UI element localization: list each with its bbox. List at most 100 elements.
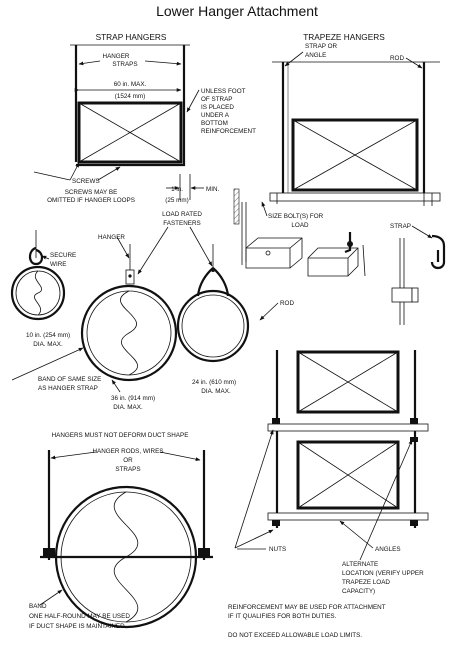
screws-omit-line-1: SCREWS MAY BE — [65, 189, 118, 196]
load-rated-leader-a — [137, 226, 169, 275]
size-bolts-label-1: SIZE BOLT(S) FOR — [268, 213, 324, 220]
medium-duct-inner — [181, 294, 245, 358]
half-round-line-1: ONE HALF-ROUND MAY BE USED — [29, 613, 130, 620]
band-bottom-label: BAND — [29, 603, 47, 610]
double-trapeze-drawing — [267, 350, 429, 528]
rectangular-duct — [77, 101, 183, 164]
large-dia-label-2: DIA. MAX. — [113, 404, 143, 411]
hanger-straps-label-2: STRAPS — [112, 61, 137, 68]
strap-detail — [391, 234, 446, 325]
secure-wire-leader — [41, 255, 50, 260]
small-duct-outer — [10, 265, 66, 321]
band-leader — [11, 347, 84, 381]
rods-wires-leader-left — [50, 451, 97, 460]
unless-foot-line-1: UNLESS FOOT — [201, 88, 246, 95]
screws-label: SCREWS — [72, 178, 100, 185]
large-duct-s-curve — [120, 290, 138, 376]
trapeze-hangers-heading: TRAPEZE HANGERS — [303, 32, 385, 42]
strap-foot — [76, 150, 186, 167]
small-dia-label-1: 10 in. (254 mm) — [26, 332, 70, 339]
large-duct-outer — [80, 284, 178, 382]
duct-cross-b — [78, 102, 182, 163]
rods-wires-label-2: OR — [123, 457, 133, 464]
strap-hangers-heading: STRAP HANGERS — [96, 32, 167, 42]
medium-duct-outer — [176, 289, 250, 363]
wall-hatch — [233, 188, 240, 225]
trapeze-rod-leader — [405, 57, 423, 69]
hanger-straps-leader-left — [78, 60, 101, 66]
unless-foot-line-3: IS PLACED — [201, 104, 234, 111]
detail-block-right-edge — [308, 247, 359, 276]
half-round-line-2: IF DUCT SHAPE IS MAINTAINED. — [29, 623, 127, 630]
alternate-label-1: ALTERNATE — [342, 561, 378, 568]
mid-dia-label-2: DIA. MAX. — [201, 388, 231, 395]
angles-leader — [339, 520, 374, 549]
alternate-label-4: CAPACITY) — [342, 588, 375, 595]
upper-nut-left — [272, 418, 280, 424]
alt-nut-right — [410, 437, 418, 442]
nuts-leader-low — [234, 529, 274, 549]
unless-foot-line-6: REINFORCEMENT — [201, 128, 256, 135]
nuts-label: NUTS — [269, 546, 286, 553]
size-bolts-label-2: LOAD — [291, 222, 309, 229]
hanger-straps-label-1: HANGER — [103, 53, 130, 60]
no-deform-note: HANGERS MUST NOT DEFORM DUCT SHAPE — [52, 432, 189, 439]
strap-label: STRAP — [390, 223, 411, 230]
width-mm-label: (1524 mm) — [115, 93, 145, 100]
detail-hook — [344, 232, 352, 254]
unless-foot-line-4: UNDER A — [201, 112, 230, 119]
unless-foot-leader — [186, 89, 200, 113]
small-duct-s-curve — [33, 270, 43, 316]
no-exceed-note: DO NOT EXCEED ALLOWABLE LOAD LIMITS. — [228, 632, 362, 639]
lower-nut-left — [272, 520, 280, 526]
strap-detail-clamp — [391, 287, 413, 303]
alternate-leader — [359, 439, 413, 561]
secure-wire-label-2: WIRE — [50, 261, 66, 268]
lower-duct-cross-b — [297, 441, 399, 509]
screws-leader-left — [33, 171, 71, 181]
trapeze-hanger-drawing — [269, 61, 441, 206]
strap-or-angle-leader — [284, 51, 304, 67]
upper-angle — [267, 423, 429, 432]
strap-detail-bend — [430, 234, 446, 270]
min-label: MIN. — [206, 186, 220, 193]
unless-foot-line-2: OF STRAP — [201, 96, 233, 103]
strap-or-angle-label-2: ANGLE — [305, 52, 326, 59]
trapeze-duct — [291, 118, 419, 192]
band-label-2: AS HANGER STRAP — [38, 385, 98, 392]
min-value-label: 1 in. — [171, 186, 183, 193]
page-title: Lower Hanger Attachment — [156, 3, 318, 19]
hanger-straps-leader-right — [144, 60, 182, 66]
load-rated-label-2: FASTENERS — [163, 220, 200, 227]
medium-round-duct — [176, 244, 250, 363]
upper-duct-cross-b — [297, 351, 399, 413]
strap-detail-clamp-jaw — [411, 287, 419, 303]
screws-leader-right — [97, 166, 121, 181]
strap-leader — [411, 225, 433, 239]
screws-omit-line-2: OMITTED IF HANGER LOOPS — [47, 197, 135, 204]
detail-bolt-hole — [265, 250, 271, 256]
trapeze-bar — [269, 192, 441, 202]
nuts-leader-high — [234, 429, 274, 549]
detail-block-left-edge — [246, 237, 303, 268]
trapeze-duct-cross-b — [292, 119, 418, 191]
secure-wire-label-1: SECURE — [50, 252, 76, 259]
large-fastener — [128, 274, 132, 278]
trapeze-rod-label: ROD — [390, 55, 404, 62]
rod-leader — [259, 302, 279, 321]
width-max-label: 60 in. MAX. — [114, 81, 147, 88]
upper-duct — [296, 350, 400, 414]
detail-divider — [362, 244, 366, 277]
mid-dia-label-1: 24 in. (610 mm) — [192, 379, 236, 386]
lower-duct — [296, 440, 400, 510]
lower-angle — [267, 512, 429, 521]
reinforcement-line-2: IF IT QUALIFIES FOR BOTH DUTIES. — [228, 613, 337, 620]
detail-bolt-head — [347, 241, 353, 247]
upper-nut-right — [410, 418, 418, 424]
screws-leader-left-b — [69, 162, 80, 181]
size-bolts-leader — [261, 201, 268, 217]
unless-foot-line-5: BOTTOM — [201, 120, 228, 127]
alternate-label-2: LOCATION (VERIFY UPPER — [342, 570, 424, 577]
